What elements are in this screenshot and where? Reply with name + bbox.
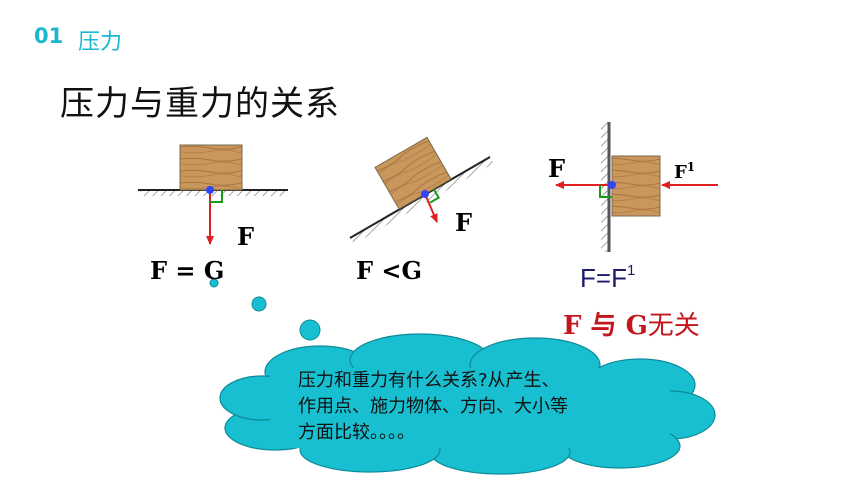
page-title: 压力与重力的关系	[60, 84, 340, 124]
force-label-horizontal: F	[237, 222, 255, 251]
equation-incline: F <G	[356, 256, 422, 285]
cloud-line: 方面比较。。。。	[298, 422, 415, 443]
ground-hatch	[140, 190, 288, 196]
case-horizontal	[138, 144, 288, 245]
equation-horizontal: F = G	[150, 256, 225, 285]
contact-point	[421, 190, 429, 198]
wall-hatch	[601, 122, 609, 252]
right-angle-mark	[210, 190, 223, 203]
push-force-label: F1	[674, 160, 696, 183]
incline-hatch	[350, 157, 494, 244]
thought-cloud	[219, 333, 716, 475]
force-label-wall: F	[548, 154, 566, 183]
thought-bubbles	[209, 278, 321, 341]
cloud-question: 压力和重力有什么关系?从产生、 作用点、施力物体、方向、大小等 方面比较。。。。	[298, 368, 618, 446]
bubble-medium	[251, 296, 267, 312]
right-angle-mark	[599, 185, 612, 198]
section-title: 压力	[78, 30, 123, 55]
case-wall	[555, 122, 718, 252]
right-angle-mark	[429, 188, 441, 204]
cloud-line: 压力和重力有什么关系?从产生、	[298, 370, 560, 391]
equation-wall: F=F1	[580, 262, 636, 293]
bubble-large	[299, 319, 321, 341]
pressure-arrow	[424, 193, 438, 223]
contact-point	[608, 181, 616, 189]
bubble-small	[209, 278, 219, 288]
case-incline	[349, 136, 494, 244]
contact-point	[206, 186, 214, 194]
cloud-line: 作用点、施力物体、方向、大小等	[298, 396, 568, 417]
wood-block	[179, 144, 243, 191]
conclusion-text: F 与 G无关	[563, 311, 700, 341]
section-number: 01	[34, 24, 64, 48]
incline-line	[349, 156, 491, 239]
wood-block	[611, 155, 661, 217]
force-label-incline: F	[455, 208, 473, 237]
